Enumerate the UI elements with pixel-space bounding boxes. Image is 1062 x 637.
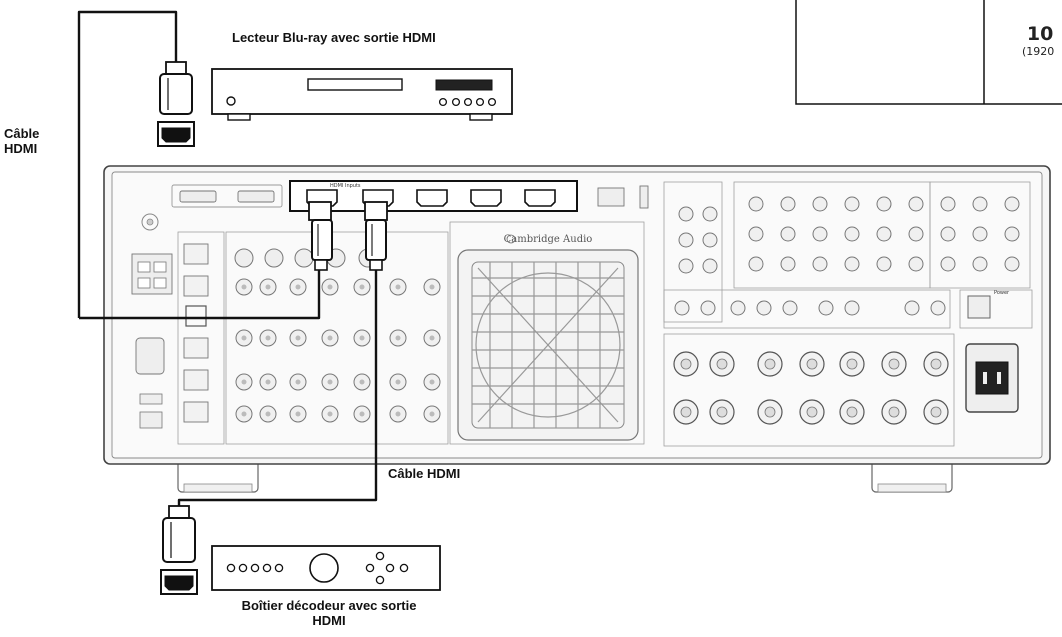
tv-screen (795, 0, 1062, 105)
decoder-label-line2: HDMI (312, 613, 346, 628)
hdmi-cable-bluray (77, 10, 321, 320)
tv-resolution: 10 (1920 (1008, 23, 1055, 59)
tv-resolution-small: (1920 (1022, 45, 1055, 58)
cable-label-left-line2: HDMI (4, 141, 38, 156)
hdmi-plug-input-1 (308, 201, 333, 271)
hdmi-plug-input-2 (364, 201, 388, 271)
tv-resolution-big: 10 (1026, 23, 1054, 45)
fan-grill (457, 249, 639, 441)
power-caption: Power (994, 290, 1010, 296)
receiver-rear-panel: HDMI Inputs Cambridge Audio (103, 165, 1051, 493)
cable-label-left: Câble HDMI (4, 126, 39, 156)
brand-text: Cambridge Audio (504, 234, 593, 245)
cable-label-left-line1: Câble (4, 126, 40, 141)
hdmi-inputs-caption: HDMI Inputs (330, 183, 361, 189)
hdmi-plug-bluray (157, 61, 195, 147)
hdmi-plug-decoder (160, 505, 198, 595)
set-top-box (211, 545, 441, 591)
bluray-label: Lecteur Blu-ray avec sortie HDMI (232, 30, 436, 45)
decoder-label: Boîtier décodeur avec sortie HDMI (198, 598, 460, 628)
decoder-label-line1: Boîtier décodeur avec sortie (241, 598, 417, 613)
power-inlet (965, 343, 1019, 413)
bluray-player (211, 68, 513, 121)
cable-label-bottom: Câble HDMI (388, 466, 461, 481)
